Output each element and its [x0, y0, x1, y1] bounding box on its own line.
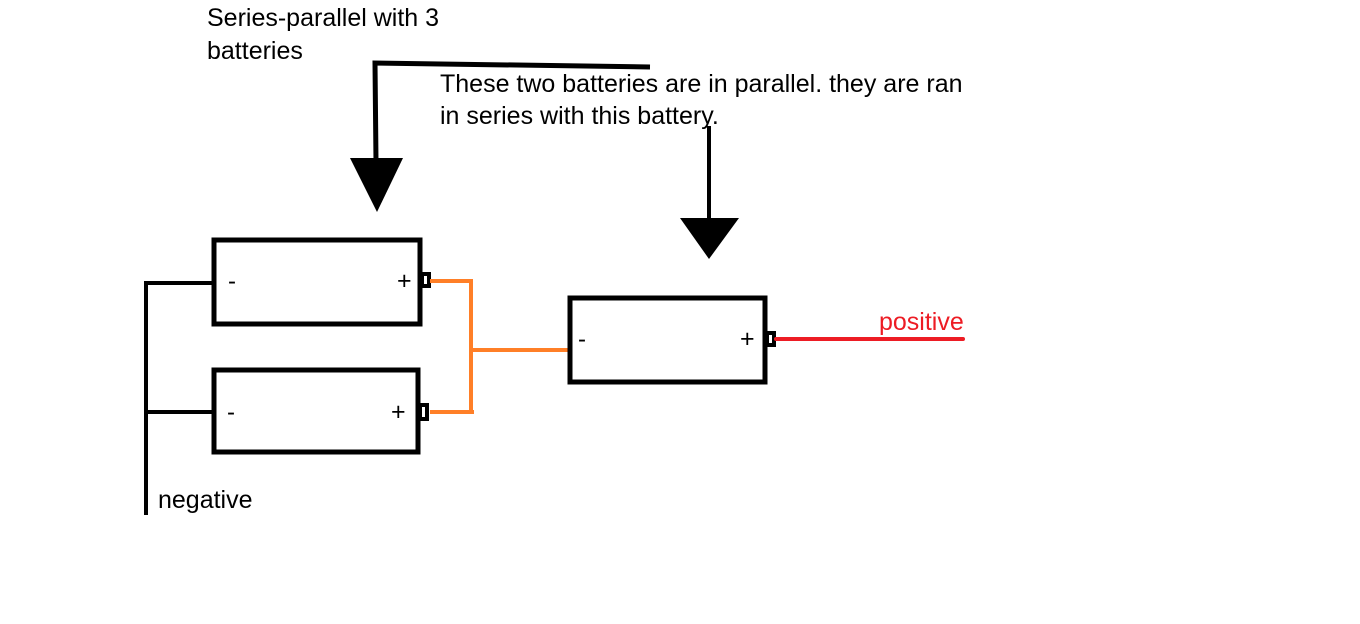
battery-2: - +: [211, 367, 429, 455]
battery-2-plus: +: [391, 398, 406, 426]
battery-3-plus: +: [740, 325, 755, 353]
arrow-to-series-battery: [680, 126, 739, 259]
title-line-2: batteries: [207, 37, 303, 65]
battery-1-plus: +: [397, 267, 412, 295]
negative-label: negative: [158, 486, 253, 514]
battery-1-terminal: [420, 272, 431, 288]
negative-wire: [144, 281, 215, 515]
parallel-wire: [430, 279, 572, 414]
battery-2-minus: -: [227, 399, 235, 426]
arrow-down-icon: [350, 158, 403, 212]
positive-label: positive: [879, 308, 964, 336]
note-line-2: in series with this battery.: [440, 102, 719, 130]
battery-3: - +: [567, 295, 776, 385]
arrow-down-icon: [680, 218, 739, 259]
battery-3-minus: -: [578, 326, 586, 353]
title-line-1: Series-parallel with 3: [207, 4, 439, 32]
battery-1-minus: -: [228, 268, 236, 295]
arrow-to-parallel-batteries: [350, 60, 651, 212]
battery-3-body: [567, 295, 768, 385]
battery-1-body: [211, 237, 423, 327]
battery-2-terminal: [418, 403, 429, 421]
note-line-1: These two batteries are in parallel. the…: [440, 70, 963, 98]
arrow-1-line: [372, 60, 651, 163]
battery-2-body: [211, 367, 421, 455]
note-annotation: These two batteries are in parallel. the…: [440, 70, 963, 130]
battery-3-terminal: [765, 331, 776, 347]
title-annotation: Series-parallel with 3 batteries: [207, 4, 439, 65]
battery-1: - +: [211, 237, 431, 327]
